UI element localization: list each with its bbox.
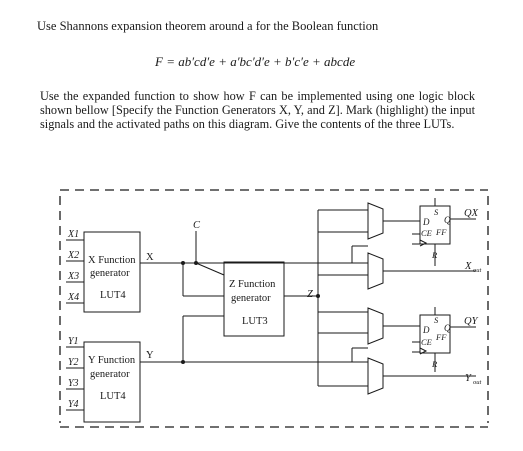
x-input-label: X3 bbox=[67, 271, 79, 282]
y-function-generator bbox=[83, 341, 141, 423]
x-block-subtitle: generator bbox=[90, 268, 130, 279]
junction-dot bbox=[194, 261, 198, 265]
z-block-subtitle: generator bbox=[231, 293, 271, 304]
junction-dot bbox=[181, 261, 185, 265]
y-block-lut: LUT4 bbox=[100, 391, 126, 402]
x-block-title: X Function bbox=[88, 255, 136, 266]
y-input-label: Y1 bbox=[68, 336, 79, 347]
question-intro: Use Shannons expansion theorem around a … bbox=[37, 19, 379, 33]
question-instructions: Use the expanded function to show how F … bbox=[40, 89, 475, 131]
ff-ce-label: CE bbox=[421, 337, 433, 347]
y-input-label: Y2 bbox=[68, 357, 79, 368]
mux-x-out bbox=[367, 252, 384, 290]
signal-wires bbox=[140, 209, 368, 387]
y-input-label: Y4 bbox=[68, 399, 79, 410]
junction-dot bbox=[316, 294, 320, 298]
ff-ff-label: FF bbox=[435, 227, 447, 237]
c-input-label: C bbox=[193, 220, 201, 231]
ff-q-label: Q bbox=[444, 323, 451, 333]
ff-s-label: S bbox=[434, 207, 439, 217]
x-out-label: X bbox=[464, 261, 472, 272]
x-input-lines bbox=[66, 239, 84, 304]
x-input-label: X2 bbox=[67, 250, 79, 261]
qx-output-label: QX bbox=[464, 208, 479, 219]
ff-bottom-wires bbox=[412, 307, 476, 372]
x-output-label: X bbox=[146, 252, 154, 263]
ff-s-label: S bbox=[434, 315, 439, 325]
y-block-title: Y Function bbox=[88, 355, 136, 366]
y-input-label: Y3 bbox=[68, 378, 79, 389]
ff-ff-label: FF bbox=[435, 332, 447, 342]
mux-y-out bbox=[367, 357, 384, 395]
y-input-lines bbox=[66, 346, 84, 411]
mux-bottom-ff bbox=[367, 307, 384, 345]
x-input-label: X1 bbox=[67, 229, 79, 240]
x-out-subscript: out bbox=[473, 267, 482, 274]
z-block-lut: LUT3 bbox=[242, 316, 268, 327]
z-function-generator bbox=[223, 261, 285, 337]
z-output-label: Z bbox=[307, 289, 313, 300]
y-output-label: Y bbox=[146, 350, 154, 361]
mux-top-ff bbox=[367, 202, 384, 240]
qy-output-label: QY bbox=[464, 316, 479, 327]
ff-q-label: Q bbox=[444, 215, 451, 225]
multiplexers bbox=[367, 202, 384, 395]
y-out-label: Y bbox=[465, 373, 472, 384]
x-block-lut: LUT4 bbox=[100, 290, 126, 301]
x-input-label: X4 bbox=[67, 292, 79, 303]
ff-ce-label: CE bbox=[421, 228, 433, 238]
boolean-equation: F = ab′cd′e + a′bc′d′e + b′c′e + abcde bbox=[155, 54, 356, 69]
ff-d-label: D bbox=[422, 217, 430, 227]
ff-top-wires bbox=[412, 198, 476, 266]
y-out-subscript: out bbox=[473, 379, 482, 386]
ff-d-label: D bbox=[422, 325, 430, 335]
dashed-boundary bbox=[59, 189, 489, 428]
y-block-subtitle: generator bbox=[90, 369, 130, 380]
mux-output-wires bbox=[383, 220, 476, 377]
junction-dot bbox=[181, 360, 185, 364]
x-function-generator bbox=[83, 231, 141, 313]
z-block-title: Z Function bbox=[229, 279, 276, 290]
